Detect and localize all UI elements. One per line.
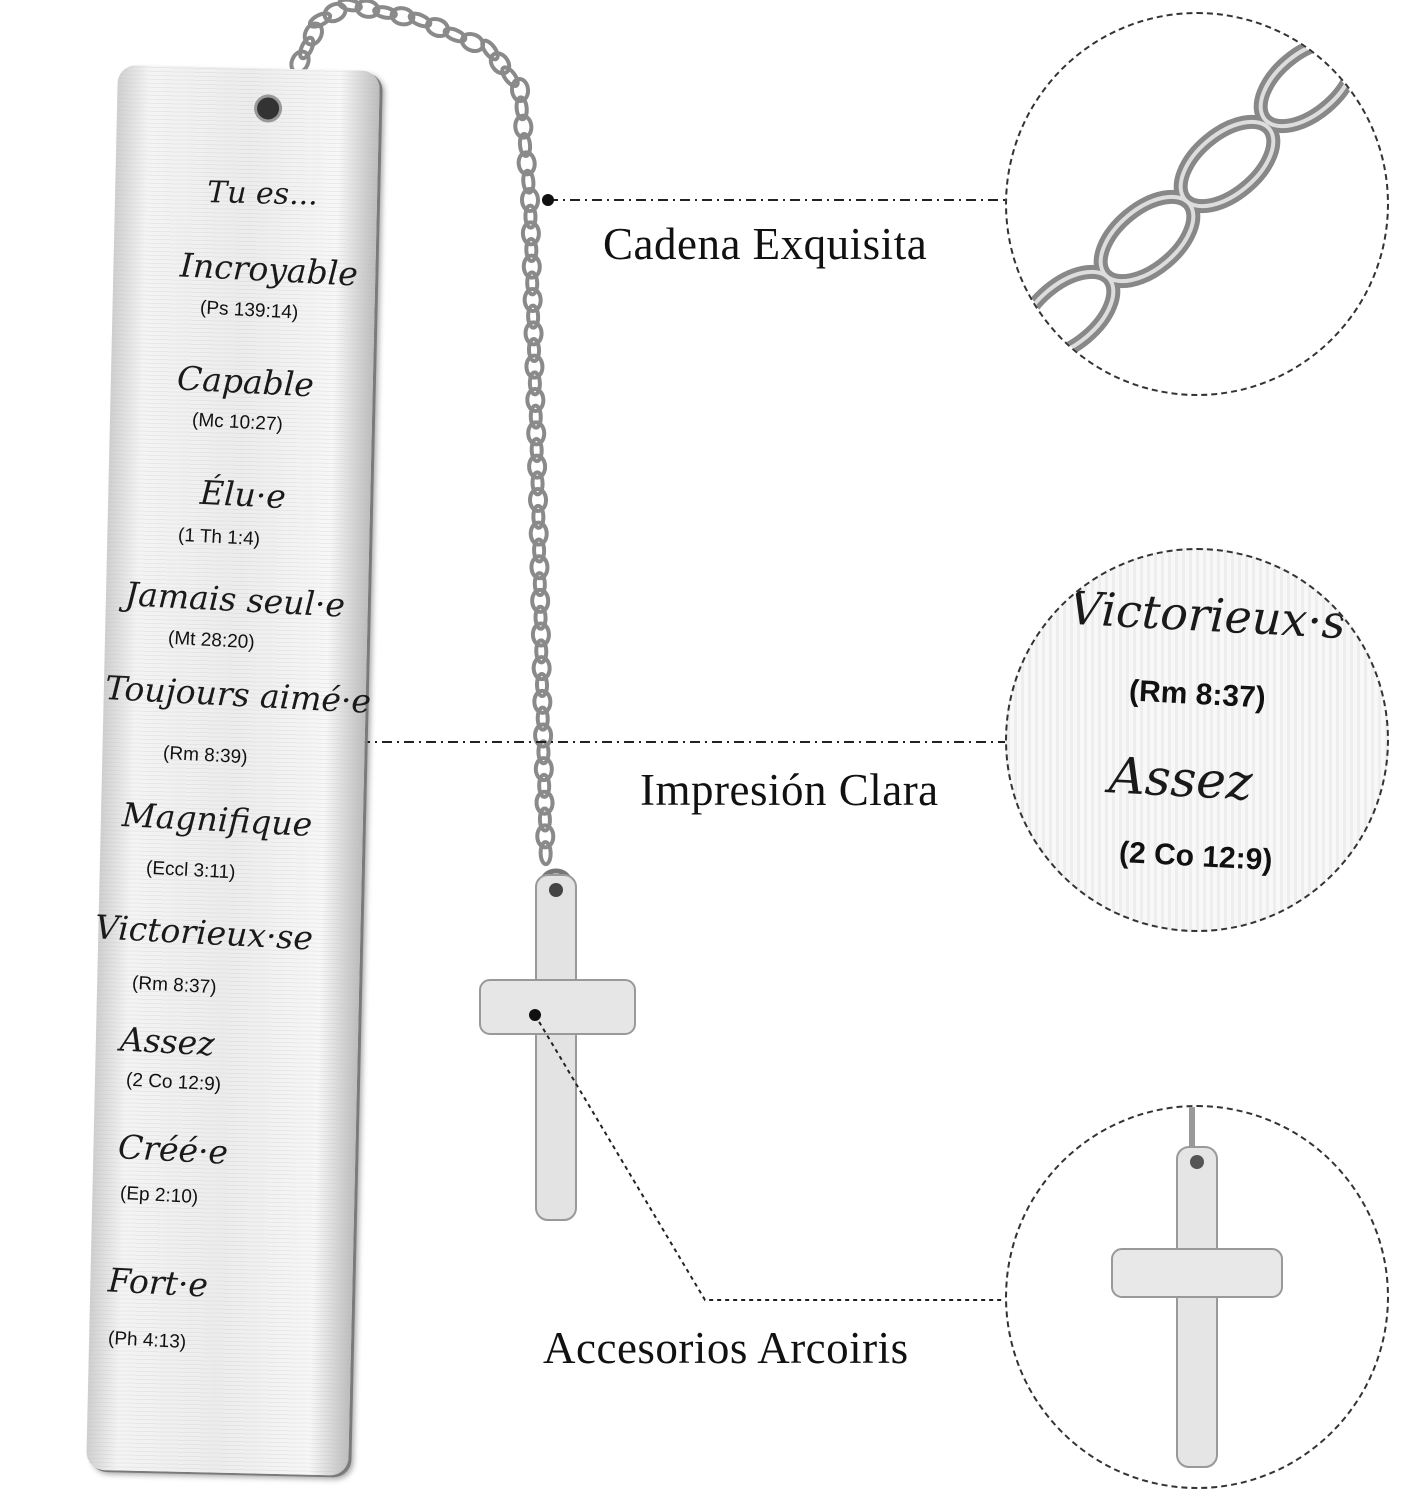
- bookmark-ref: (Rm 8:39): [162, 742, 248, 769]
- bookmark-word: Créé·e: [117, 1127, 230, 1172]
- zoom-ref: (2 Co 12:9): [1118, 836, 1274, 877]
- chain-link: [517, 132, 533, 158]
- chain-link: [523, 320, 544, 347]
- chain-link: [533, 604, 548, 631]
- bookmark-ref: (Rm 8:37): [131, 972, 217, 999]
- chain-link: [322, 1, 348, 24]
- chain-link: [521, 253, 542, 280]
- chain-link: [516, 150, 537, 177]
- chain-link: [389, 6, 416, 27]
- chain-link: [519, 187, 541, 213]
- chain-link: [298, 35, 316, 61]
- chain-link: [521, 168, 536, 195]
- chain-link: [407, 11, 433, 29]
- bookmark-ref: (1 Th 1:4): [177, 524, 261, 551]
- chain-link: [526, 303, 541, 330]
- chain-link: [534, 638, 549, 665]
- chain-link: [531, 655, 552, 682]
- bookmark-ref: (Mc 10:27): [191, 409, 284, 436]
- zoom-ref: (Rm 8:37): [1128, 674, 1267, 715]
- chain-link: [522, 287, 543, 313]
- bookmark-ref: (Ep 2:10): [119, 1182, 199, 1209]
- chain-link: [533, 756, 554, 783]
- bookmark-ref: (Mt 28:20): [167, 627, 256, 654]
- chain-link: [488, 51, 512, 76]
- chain-link: [530, 587, 551, 614]
- chain: [289, 0, 556, 867]
- zoom-word: Assez: [1107, 746, 1254, 812]
- zoom-word: Victorieux·s: [1067, 580, 1348, 650]
- cross-pendant: [479, 868, 636, 1221]
- chain-link: [523, 203, 538, 230]
- chain-link: [307, 11, 333, 29]
- chain-link: [530, 470, 545, 497]
- chain-closeup: [1013, 34, 1361, 364]
- chain-link: [535, 705, 550, 732]
- chain-link: [513, 113, 534, 140]
- chain-link: [538, 840, 553, 867]
- chain-link: [424, 16, 451, 39]
- bookmark-word: Fort·e: [107, 1260, 209, 1305]
- bookmark-ref: (Eccl 3:11): [145, 857, 236, 884]
- chain-link: [532, 537, 547, 564]
- chain-link: [531, 503, 546, 530]
- chain-link: [529, 437, 544, 463]
- chain-link: [526, 337, 542, 363]
- bookmark-word: Élu·e: [199, 472, 287, 517]
- callout-label-accessory: Accesorios Arcoiris: [543, 1323, 909, 1373]
- chain-link: [520, 220, 541, 247]
- chain-link: [500, 65, 520, 88]
- zoom-circle-chain: [1005, 12, 1389, 396]
- leader-lines: [338, 199, 1005, 1301]
- chain-link: [527, 453, 548, 480]
- bookmark-word: Assez: [119, 1019, 216, 1064]
- chain-link: [525, 387, 546, 413]
- callout-label-print: Impresión Clara: [640, 765, 939, 815]
- zoom-circle-cross: [1005, 1105, 1389, 1489]
- chain-link: [528, 403, 543, 430]
- chain-link: [337, 0, 363, 13]
- chain-link: [532, 688, 553, 715]
- chain-link: [537, 806, 552, 833]
- chain-link: [527, 487, 549, 513]
- chain-link: [532, 571, 547, 598]
- chain-link: [527, 370, 542, 397]
- chain-link: [537, 772, 552, 799]
- chain-link: [525, 270, 540, 297]
- callout-label-chain: Cadena Exquisita: [603, 219, 928, 269]
- chain-link: [529, 554, 550, 581]
- chain-link: [535, 823, 556, 850]
- chain-link: [514, 95, 529, 122]
- chain-link: [534, 789, 555, 816]
- chain-link: [528, 520, 549, 547]
- bookmark-word: Capable: [176, 358, 315, 405]
- chain-link: [530, 621, 551, 648]
- chain-link: [480, 38, 500, 62]
- chain-link: [524, 353, 545, 380]
- bookmark-heading: Tu es...: [206, 175, 319, 213]
- zoom-circle-print: Victorieux·s (Rm 8:37) Assez (2 Co 12:9): [1005, 548, 1389, 932]
- bookmark-hole: [253, 94, 283, 123]
- chain-link: [526, 420, 547, 447]
- bookmark-ref: (Ph 4:13): [107, 1327, 187, 1354]
- chain-link: [524, 237, 539, 263]
- chain-link: [372, 5, 398, 20]
- chain-link: [534, 672, 550, 698]
- chain-link: [533, 722, 554, 749]
- chain-link: [442, 26, 468, 44]
- chain-link: [354, 0, 381, 19]
- chain-link: [509, 77, 531, 103]
- cross-closeup: [1111, 1107, 1283, 1468]
